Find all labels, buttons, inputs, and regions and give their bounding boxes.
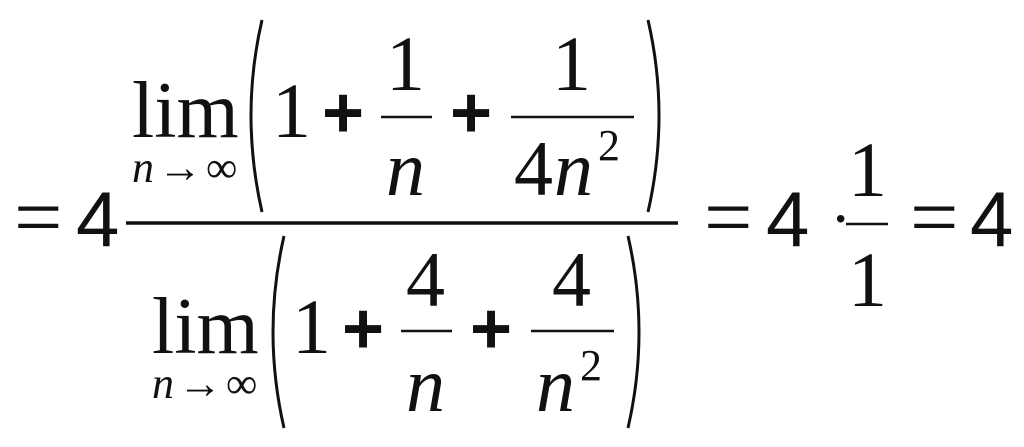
denominator-frac2-num: 4 bbox=[552, 236, 591, 323]
numerator-frac2-num: 1 bbox=[552, 20, 591, 107]
denominator-left-paren bbox=[271, 235, 286, 429]
denominator-right-paren bbox=[626, 235, 641, 429]
numerator-left-paren bbox=[249, 19, 264, 213]
denominator-frac1-den: n bbox=[406, 341, 445, 428]
numerator-plus-2: + bbox=[450, 73, 492, 153]
denominator-lim: lim bbox=[152, 283, 259, 371]
numerator-frac1-den: n bbox=[386, 125, 425, 212]
numerator-frac2-den-coef: 4 bbox=[514, 125, 553, 212]
result-frac-den: 1 bbox=[848, 236, 887, 323]
denominator-lim-sub-infinity: ∞ bbox=[226, 359, 257, 408]
multiplication-dot: · bbox=[830, 183, 851, 254]
denominator-frac2-den-exp: 2 bbox=[580, 341, 602, 390]
numerator-frac2-den-exp: 2 bbox=[598, 121, 620, 170]
coefficient-middle: 4 bbox=[766, 175, 809, 263]
numerator-plus-1: + bbox=[322, 73, 364, 153]
result-frac-num: 1 bbox=[848, 126, 887, 213]
equals-sign-2: = bbox=[704, 169, 753, 265]
denominator-lim-sub-var: n bbox=[152, 359, 174, 408]
numerator-frac1-num: 1 bbox=[386, 20, 425, 107]
denominator-plus-2: + bbox=[470, 289, 512, 369]
coefficient-left: 4 bbox=[76, 175, 119, 263]
numerator-lim-sub-var: n bbox=[132, 143, 154, 192]
equals-sign-3: = bbox=[910, 169, 959, 265]
numerator-lim-sub-infinity: ∞ bbox=[206, 143, 237, 192]
denominator-one: 1 bbox=[292, 283, 331, 370]
numerator: lim n → ∞ 1 + 1 n + 1 4 n 2 bbox=[132, 19, 661, 213]
numerator-right-paren bbox=[646, 19, 661, 213]
equals-sign-1: = bbox=[14, 169, 63, 265]
numerator-one: 1 bbox=[272, 67, 311, 154]
final-result: 4 bbox=[970, 175, 1013, 263]
denominator-frac1-num: 4 bbox=[406, 236, 445, 323]
numerator-frac2-den-var: n bbox=[554, 125, 593, 212]
numerator-lim: lim bbox=[132, 67, 239, 155]
denominator-frac2-den-var: n bbox=[536, 341, 575, 428]
denominator: lim n → ∞ 1 + 4 n + 4 n 2 bbox=[152, 235, 641, 429]
denominator-plus-1: + bbox=[342, 289, 384, 369]
denominator-lim-sub-arrow: → bbox=[178, 359, 222, 408]
numerator-lim-sub-arrow: → bbox=[158, 143, 202, 192]
